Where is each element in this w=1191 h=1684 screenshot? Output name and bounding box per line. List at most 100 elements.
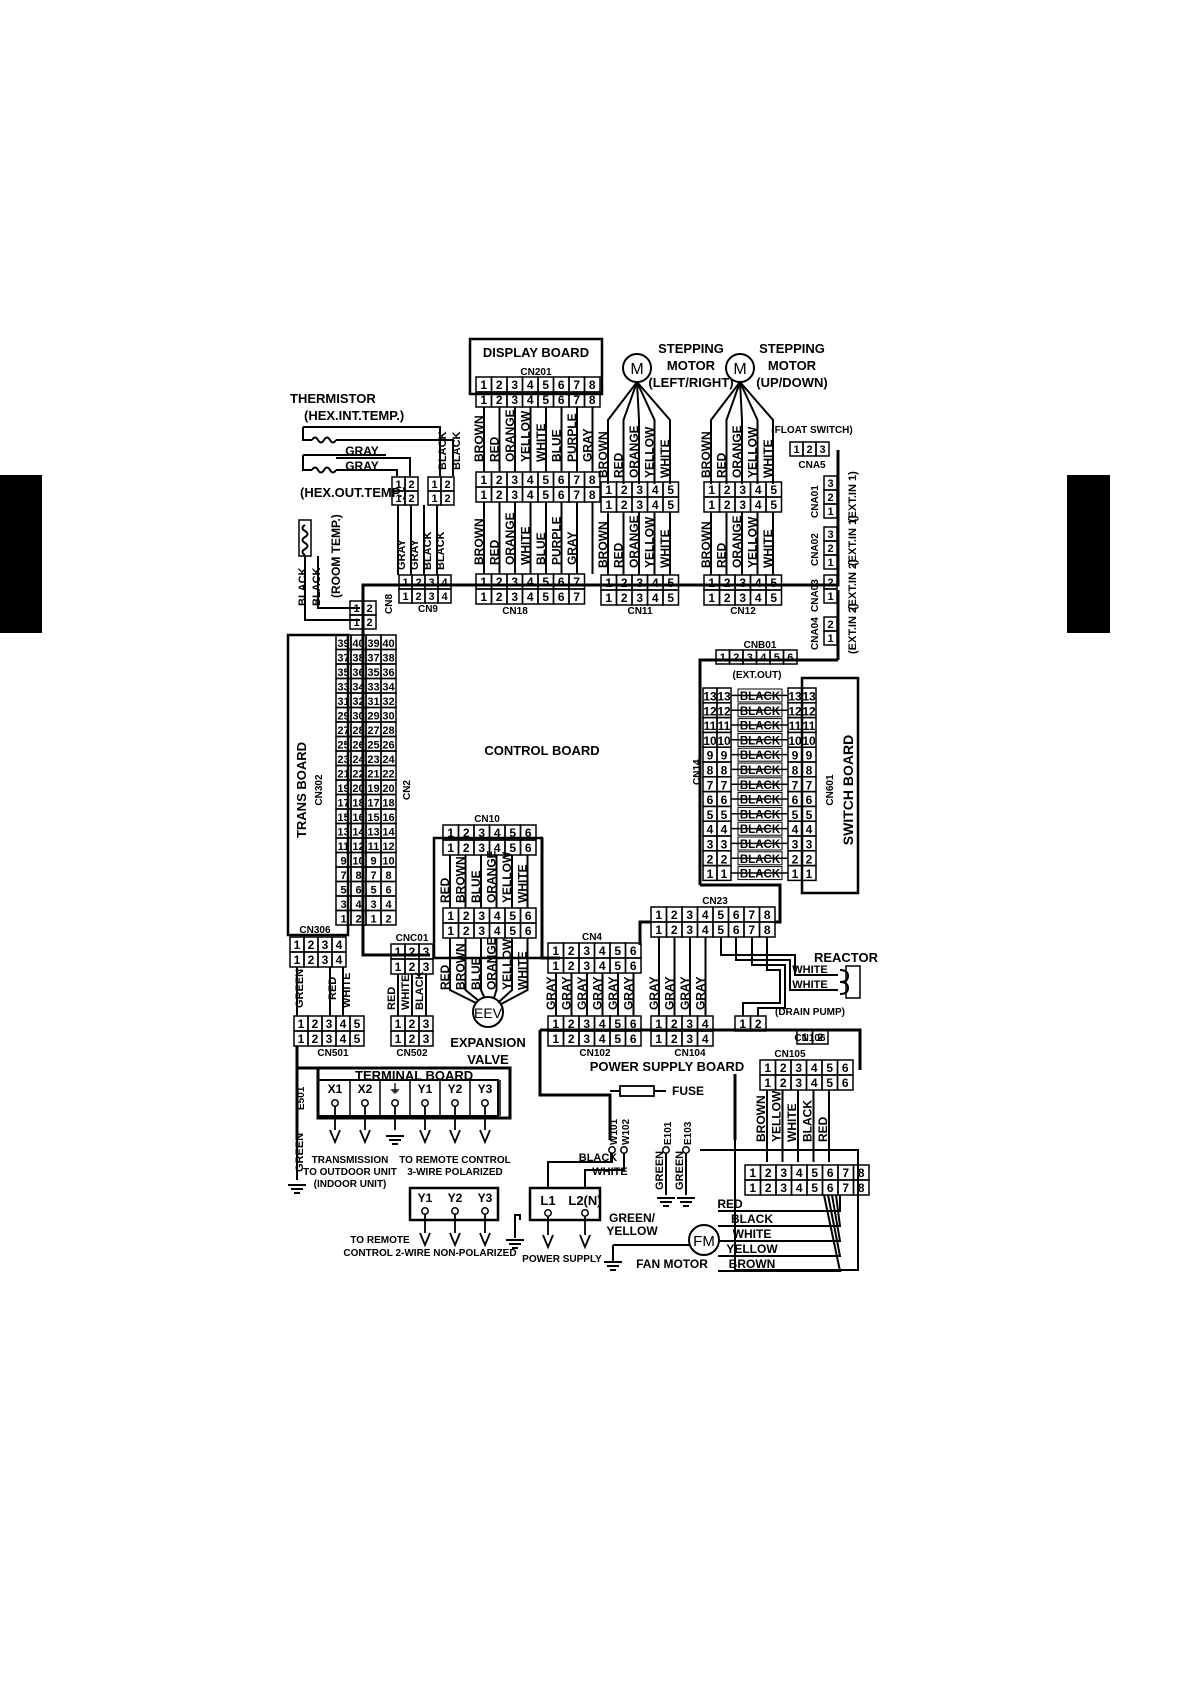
cn14-pin: 13 [802, 690, 816, 704]
cn2-pin: 19 [367, 783, 379, 795]
cn2-pin: 35 [367, 667, 379, 679]
cn23-wire [751, 937, 786, 1016]
cn201-strip-pin: 4 [527, 378, 534, 392]
cna02-strip-pin: 1 [827, 557, 833, 569]
drain-pump-label: (DRAIN PUMP) [775, 1007, 845, 1018]
eev-connector-strip-pin: 1 [447, 924, 454, 938]
thermistor-coil-icon [311, 466, 337, 474]
fan-connector-strip-pin: 3 [780, 1166, 787, 1180]
motor-lr-connector-pin: 4 [652, 483, 659, 497]
cna5-strip-pin: 1 [793, 444, 799, 456]
cn10-strip-pin: 2 [463, 841, 470, 855]
cn106-strip-cell [811, 1029, 829, 1045]
cn9-label: CN9 [418, 604, 438, 615]
cn23-strip-pin: 1 [655, 908, 662, 922]
cn14-pin: 8 [707, 764, 714, 778]
cn2-pin: 27 [337, 725, 349, 737]
cn14-pin: 1 [806, 867, 813, 881]
cn14-pin: 1 [792, 867, 799, 881]
terminal-screw-icon [662, 1146, 670, 1154]
cnb01-strip-pin: 4 [760, 652, 767, 664]
fuse-label: FUSE [672, 1084, 704, 1098]
cn14-wire-label: BLACK [740, 795, 781, 807]
cn12-wire-label: BROWN [699, 521, 713, 568]
motor-ud-connector-pin: 3 [739, 483, 746, 497]
cn201-label: CN201 [520, 367, 552, 378]
cn23-strip-pin: 5 [717, 923, 724, 937]
cn14-pin: 13 [788, 690, 802, 704]
cn2-pin: 8 [355, 870, 361, 882]
cn102-strip-pin: 4 [599, 1017, 606, 1031]
cn2-pin: 19 [337, 783, 349, 795]
cn102-label: CN102 [579, 1048, 611, 1059]
eev-wire-label: BROWN [454, 856, 468, 903]
cn14-wire-label: BLACK [740, 824, 781, 836]
fan-wire [718, 1195, 841, 1212]
motor-ud-wire [725, 381, 741, 484]
cn105-strip-cell [836, 1074, 854, 1091]
cn201-strip-pin: 4 [527, 393, 534, 407]
cn10-strip-pin: 3 [478, 826, 485, 840]
display-board-label: DISPLAY BOARD [483, 345, 589, 360]
cn23-strip-pin: 8 [764, 923, 771, 937]
thermistor-connector-pin: 2 [408, 479, 414, 491]
cn104-wire-label: GRAY [678, 976, 692, 1010]
fan-connector-strip-pin: 4 [796, 1181, 803, 1195]
motor-lr-wire-label: BROWN [596, 431, 610, 478]
cn18-strip-pin: 3 [511, 575, 518, 589]
cn12-wire-label: YELLOW [746, 516, 760, 568]
terminal-screw-icon [451, 1099, 459, 1107]
cn8-strip-pin: 2 [366, 617, 372, 629]
cn14-cell [716, 864, 732, 882]
cn14-pin: 5 [707, 808, 714, 822]
fan-motor-label: FAN MOTOR [636, 1257, 708, 1271]
cn306-strip-pin: 1 [294, 938, 301, 952]
cn2-pin: 22 [352, 769, 364, 781]
motor-lr-wire [607, 381, 638, 484]
cn14-pin: 9 [792, 749, 799, 763]
cn4-strip-pin: 3 [583, 959, 590, 973]
cnb01-strip-pin: 1 [720, 652, 726, 664]
cn2-pin: 33 [367, 682, 379, 694]
terminal-screw-icon [421, 1099, 429, 1107]
cn2-pin: 9 [370, 856, 376, 868]
cn14-pin: 2 [792, 852, 799, 866]
cnc01-strip-pin: 3 [423, 960, 430, 974]
cn14-pin: 7 [792, 778, 799, 792]
arrow-down-icon [579, 1234, 591, 1250]
hex-out-temp-label: (HEX.OUT.TEMP.) [300, 485, 407, 500]
cna5-strip-pin: 2 [806, 444, 812, 456]
cn11-wire-label: WHITE [658, 529, 672, 568]
cn10-strip-pin: 1 [447, 826, 454, 840]
cn23-strip-pin: 6 [733, 923, 740, 937]
cn2-pin: 1 [370, 914, 376, 926]
cn12-strip-pin: 1 [708, 591, 715, 605]
cn18-strip-pin: 2 [496, 590, 503, 604]
cn2-pin: 26 [382, 740, 394, 752]
remote-3wire-label: 3-WIRE POLARIZED [407, 1167, 503, 1178]
cn14-pin: 2 [721, 852, 728, 866]
cn2-pin: 32 [382, 696, 394, 708]
eev-connector-strip-pin: 4 [494, 924, 501, 938]
cn105-wire-label: YELLOW [770, 1090, 784, 1142]
black-wire-label-bg [737, 718, 783, 733]
cn2-pin: 18 [352, 798, 364, 810]
cn306-strip-pin: 3 [322, 938, 329, 952]
remote-2wire-label: TO REMOTE [350, 1235, 410, 1246]
cn105-strip-pin: 1 [764, 1076, 771, 1090]
cn105-strip-pin: 2 [780, 1076, 787, 1090]
cn14-pin: 4 [806, 823, 813, 837]
fan-connector-strip-pin: 8 [858, 1181, 865, 1195]
cn2-pin: 39 [367, 638, 379, 650]
black-wire-label-bg [737, 866, 783, 881]
cn306-strip-cell [331, 951, 347, 968]
thermistor-wire [302, 427, 312, 441]
cn11-strip-pin: 4 [652, 576, 659, 590]
cn23-strip-pin: 8 [764, 908, 771, 922]
cn106-strip-pin: 2 [817, 1032, 823, 1044]
cn501-wire-label: RED [327, 977, 339, 1000]
cn12-strip-pin: 4 [755, 591, 762, 605]
eev-wire-label: ORANGE [485, 850, 499, 903]
cn2-pin: 20 [382, 783, 394, 795]
cn14-pin: 3 [806, 838, 813, 852]
